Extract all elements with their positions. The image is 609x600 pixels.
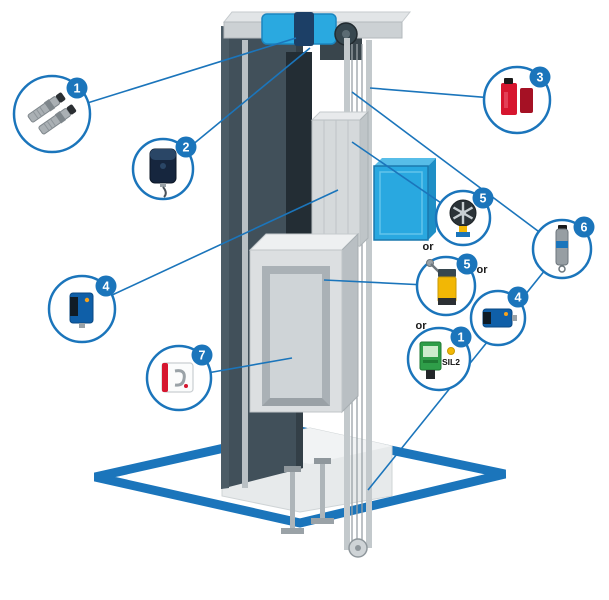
badge-5b-label: 5 bbox=[464, 258, 471, 272]
door-contact-module-icon bbox=[161, 362, 194, 393]
or-label-2: or bbox=[477, 264, 489, 276]
callout-6-rope-switch: 6 bbox=[531, 216, 595, 280]
overspeed-governor-icon bbox=[449, 199, 477, 237]
elevator-car bbox=[248, 232, 360, 414]
badge-5b bbox=[456, 253, 478, 275]
badge-1b bbox=[450, 326, 472, 348]
callout-5b-limit-switch: 5 bbox=[415, 253, 478, 317]
badge-7 bbox=[191, 344, 213, 366]
photoelectric-sensor-blue-icon bbox=[482, 308, 517, 328]
callout-1-inductive-sensors: 1 bbox=[12, 74, 92, 154]
callout-1b-safety-sensor-green: SIL2 1 bbox=[406, 326, 472, 392]
badge-3-label: 3 bbox=[537, 71, 544, 85]
leader-line-1 bbox=[51, 37, 297, 115]
badge-4-label: 4 bbox=[103, 280, 110, 294]
photoelectric-sensor-dark-icon bbox=[149, 148, 177, 198]
callout-4b-photoelectric-blue: 4 bbox=[469, 286, 529, 347]
badge-2-label: 2 bbox=[183, 141, 190, 155]
controller-cabinet bbox=[373, 158, 436, 241]
badge-7-label: 7 bbox=[199, 349, 206, 363]
callout-4-photoelectric-blue: 4 bbox=[47, 274, 117, 344]
badge-1b-label: 1 bbox=[458, 331, 465, 345]
badge-1 bbox=[66, 77, 88, 99]
sil-logo bbox=[447, 347, 455, 355]
photoelectric-sensor-blue-icon bbox=[69, 292, 94, 328]
inductive-sensors-icon bbox=[27, 92, 77, 135]
sil2-label: SIL2 bbox=[442, 357, 460, 367]
tension-sheave bbox=[348, 538, 368, 558]
or-label-3: or bbox=[416, 320, 428, 332]
safety-sensor-green-icon: SIL2 bbox=[419, 341, 460, 379]
leader-line-4 bbox=[81, 189, 339, 310]
counterweight-frame bbox=[310, 110, 370, 248]
badge-4 bbox=[95, 275, 117, 297]
rope-pull-switch-icon bbox=[555, 225, 569, 273]
callout-3-safety-sensor-red: 3 bbox=[482, 65, 552, 135]
badge-5-label: 5 bbox=[480, 192, 487, 206]
badge-3 bbox=[529, 66, 551, 88]
traction-machine bbox=[222, 11, 412, 46]
badge-6-label: 6 bbox=[581, 221, 588, 235]
safety-sensor-red-icon bbox=[501, 78, 533, 115]
badge-2 bbox=[175, 136, 197, 158]
callout-2-photoelectric-dark: 2 bbox=[131, 136, 197, 201]
badge-1-label: 1 bbox=[74, 82, 81, 96]
guide-rail-left bbox=[242, 40, 248, 488]
badge-4b bbox=[507, 286, 529, 308]
callout-5-overspeed-governor: 5 bbox=[434, 187, 494, 247]
badge-6 bbox=[573, 216, 595, 238]
leader-line-6a bbox=[351, 91, 563, 250]
pit-buffers bbox=[281, 458, 334, 534]
badge-5 bbox=[472, 187, 494, 209]
callout-7-door-module: 7 bbox=[145, 344, 213, 412]
or-label-1: or bbox=[423, 241, 435, 253]
badge-4b-label: 4 bbox=[515, 291, 522, 305]
counterweight-dark bbox=[286, 52, 312, 252]
limit-switch-yellow-icon bbox=[426, 259, 457, 305]
